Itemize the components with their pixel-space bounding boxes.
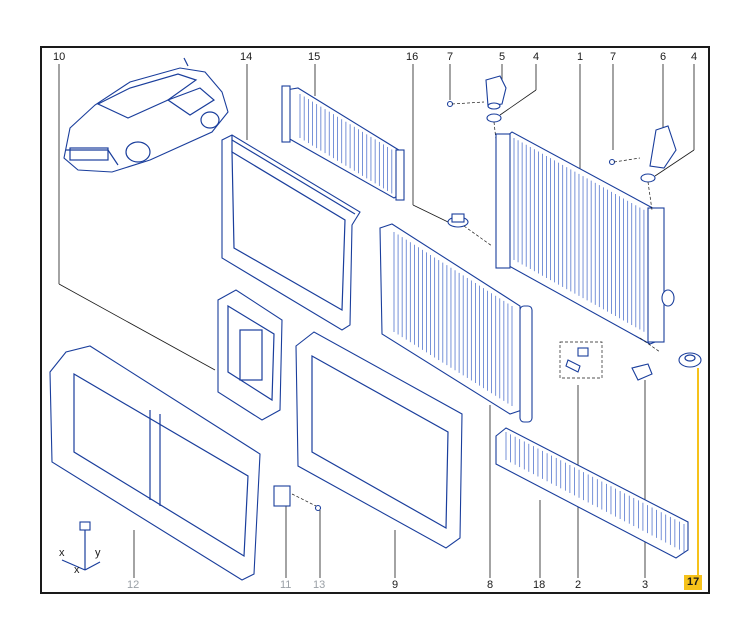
part-15-cooler — [281, 85, 405, 201]
part-12-front-frame — [49, 345, 261, 581]
callout-3: 3 — [642, 579, 649, 591]
callout-2: 2 — [575, 579, 582, 591]
part-10-shroud — [217, 289, 283, 421]
part-13-bolt — [291, 493, 322, 512]
axis-y-label: y — [95, 547, 101, 559]
part-8-condenser — [379, 223, 533, 423]
callout-10: 10 — [53, 51, 66, 63]
callout-1: 1 — [577, 51, 584, 63]
parts-2-3-kit — [559, 337, 702, 381]
callout-5: 5 — [499, 51, 506, 63]
axis-x-label: x — [59, 547, 65, 559]
car-illustration — [63, 57, 229, 173]
callout-7-left: 7 — [447, 51, 454, 63]
callout-17-highlighted: 17 — [684, 575, 703, 590]
callout-4-left: 4 — [533, 51, 540, 63]
callout-7-right: 7 — [610, 51, 617, 63]
callout-18: 18 — [533, 579, 546, 591]
axis-legend — [61, 521, 101, 571]
callout-4-right: 4 — [691, 51, 698, 63]
callout-9: 9 — [392, 579, 399, 591]
callout-14: 14 — [240, 51, 253, 63]
callout-6: 6 — [660, 51, 667, 63]
callout-8: 8 — [487, 579, 494, 591]
callout-12: 12 — [127, 579, 140, 591]
diagram-frame — [40, 46, 710, 594]
part-18-intercooler — [495, 427, 689, 559]
callout-13: 13 — [313, 579, 326, 591]
part-9-frame — [295, 331, 463, 549]
part-16-mount — [447, 213, 493, 247]
callout-11: 11 — [280, 579, 292, 591]
axis-x2-label: x — [74, 564, 80, 576]
part-1-radiator — [495, 131, 675, 345]
part-11-bracket — [273, 485, 291, 507]
top-fasteners-right — [608, 125, 677, 211]
part-14-upper-frame — [221, 134, 361, 331]
top-fasteners-left — [446, 75, 507, 141]
callout-15: 15 — [308, 51, 321, 63]
callout-16: 16 — [406, 51, 419, 63]
